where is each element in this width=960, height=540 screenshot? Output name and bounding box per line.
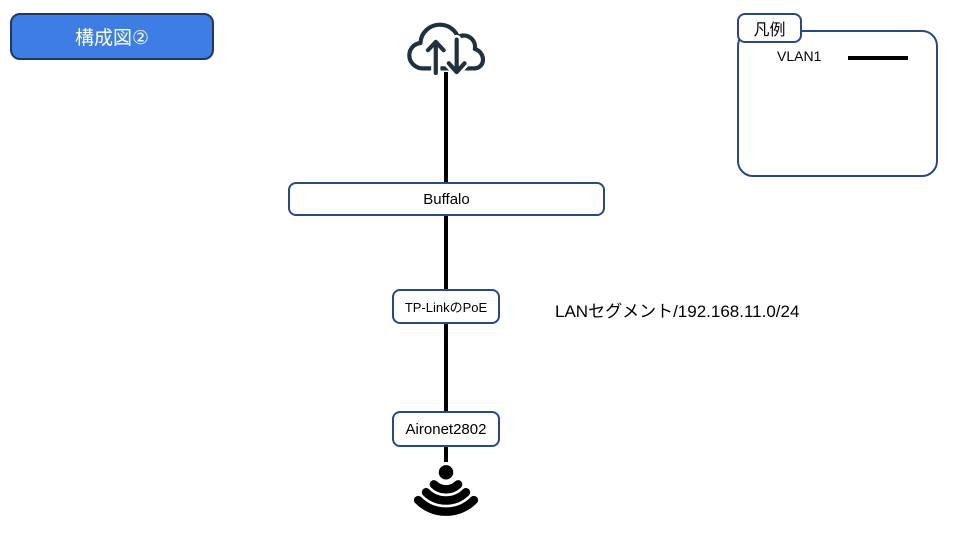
node-access-point: Aironet2802 [392, 411, 500, 447]
legend-box [737, 30, 938, 177]
wifi-signal-icon [404, 461, 488, 523]
vlan1-connector-line [444, 72, 448, 462]
diagram-title-box: 構成図② [10, 13, 214, 60]
node-buffalo-label: Buffalo [423, 190, 470, 208]
node-buffalo: Buffalo [288, 182, 605, 216]
legend-tab-label: 凡例 [753, 22, 786, 39]
legend-vlan1-line-sample [848, 56, 908, 60]
lan-segment-annotation: LANセグメント/192.168.11.0/24 [555, 302, 800, 321]
legend-tab: 凡例 [737, 13, 802, 43]
node-poe-switch: TP-LinkのPoE [392, 289, 500, 324]
node-access-point-label: Aironet2802 [405, 420, 487, 438]
cloud-upload-download-icon [407, 16, 485, 78]
node-poe-switch-label: TP-LinkのPoE [404, 300, 488, 315]
legend-item-vlan1-label: VLAN1 [777, 48, 822, 64]
diagram-title-label: 構成図② [74, 28, 150, 49]
